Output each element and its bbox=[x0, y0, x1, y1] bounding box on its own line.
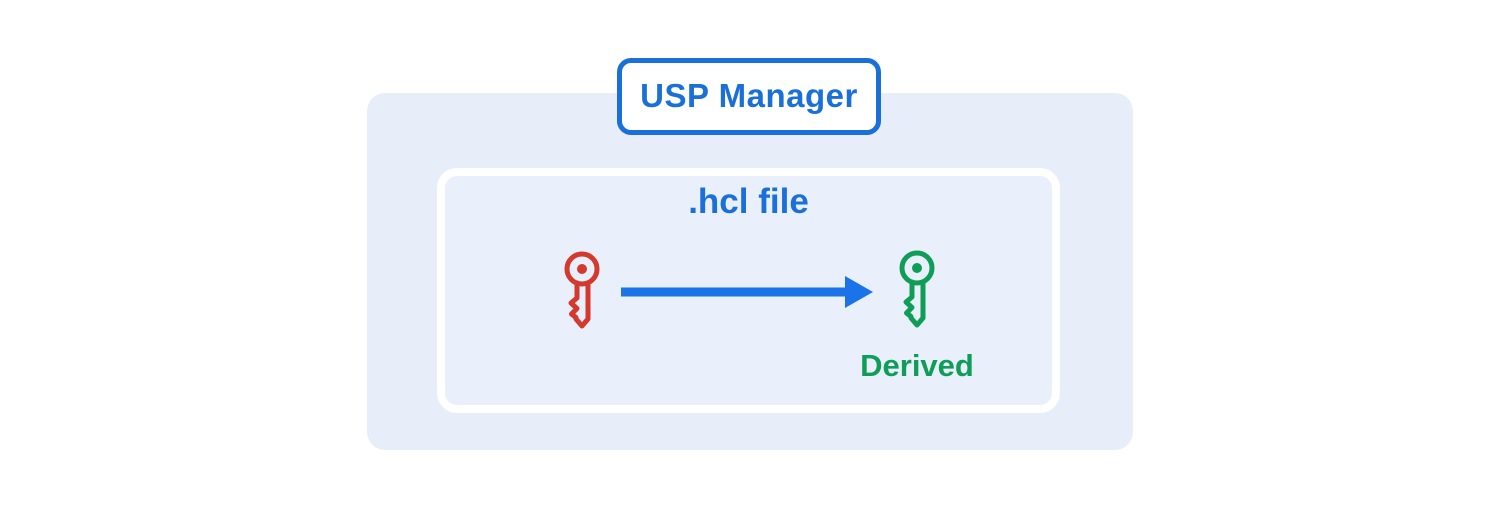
usp-manager-label: USP Manager bbox=[640, 77, 858, 114]
green-key-icon bbox=[899, 250, 935, 328]
usp-manager-badge: USP Manager bbox=[617, 58, 881, 135]
red-key-icon bbox=[564, 251, 600, 329]
derived-label: Derived bbox=[860, 348, 974, 383]
hcl-file-title: .hcl file bbox=[688, 182, 809, 221]
arrow-right-icon bbox=[621, 276, 873, 308]
